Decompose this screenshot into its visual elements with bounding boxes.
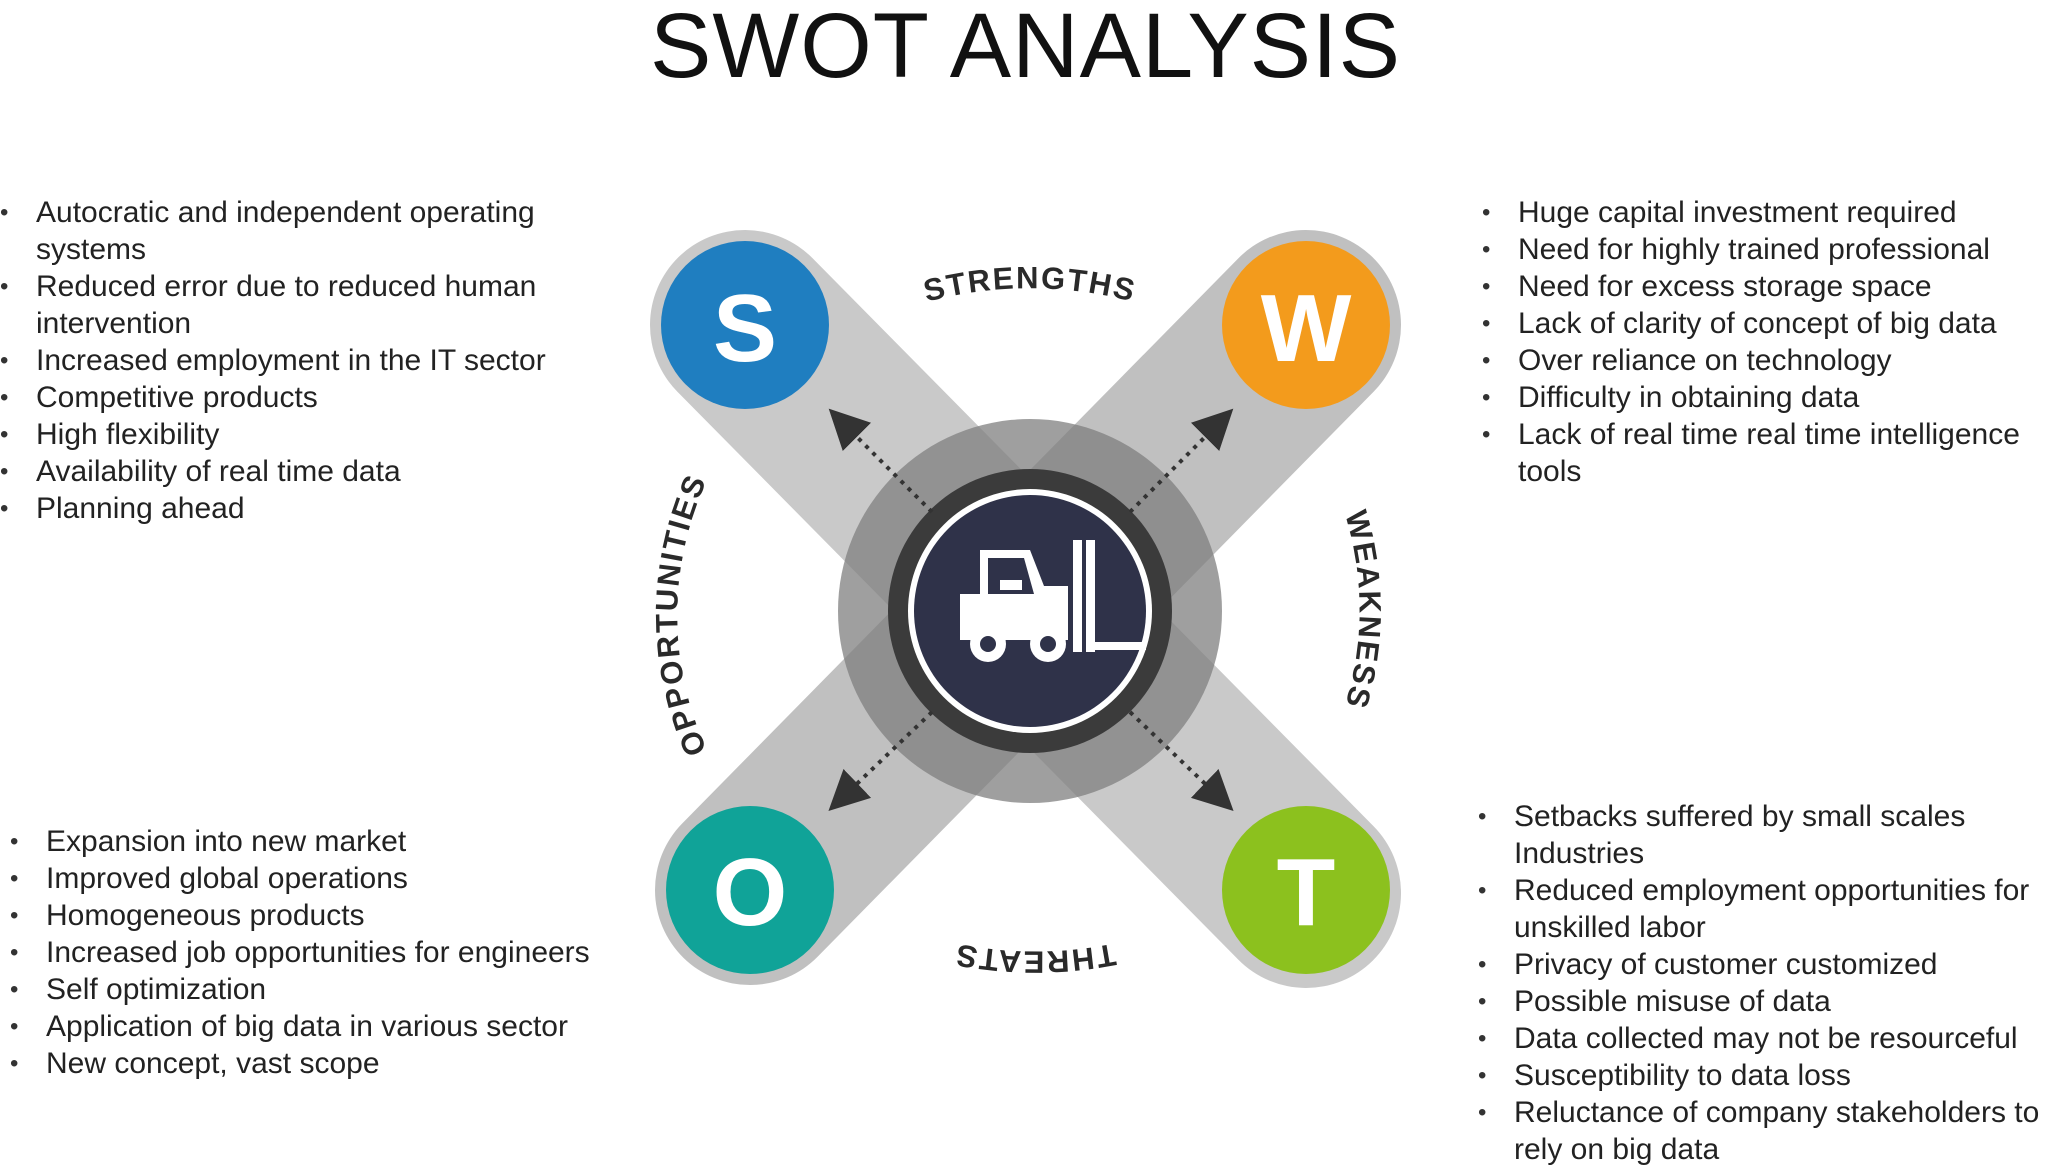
weakness-list: Huge capital investment requiredNeed for… — [1482, 194, 2042, 490]
threats-label: THREATS — [952, 937, 1119, 980]
list-item: Privacy of customer customized — [1478, 946, 2048, 983]
list-item: Availability of real time data — [0, 453, 580, 490]
threats-list: Setbacks suffered by small scales Indust… — [1478, 798, 2048, 1168]
list-item: High flexibility — [0, 416, 580, 453]
list-item: Data collected may not be resourceful — [1478, 1020, 2048, 1057]
list-item: Setbacks suffered by small scales Indust… — [1478, 798, 2048, 872]
weakness-label: WEAKNESS — [1338, 507, 1388, 714]
list-item: Improved global operations — [10, 860, 610, 897]
list-item: Expansion into new market — [10, 823, 610, 860]
list-item: Increased employment in the IT sector — [0, 342, 580, 379]
weakness-letter: W — [1261, 275, 1352, 382]
list-item: Reduced error due to reduced human inter… — [0, 268, 580, 342]
list-item: Huge capital investment required — [1482, 194, 2042, 231]
list-item: Increased job opportunities for engineer… — [10, 934, 610, 971]
opportunities-list: Expansion into new marketImproved global… — [10, 823, 610, 1082]
list-item: Difficulty in obtaining data — [1482, 379, 2042, 416]
center-hub — [838, 419, 1222, 803]
direction-arrows — [828, 408, 1234, 812]
list-item: Application of big data in various secto… — [10, 1008, 610, 1045]
list-item: Reluctance of company stakeholders to re… — [1478, 1094, 2048, 1168]
list-item: Possible misuse of data — [1478, 983, 2048, 1020]
list-item: Homogeneous products — [10, 897, 610, 934]
list-item: Autocratic and independent operating sys… — [0, 194, 580, 268]
list-item: Over reliance on technology — [1482, 342, 2042, 379]
arrow-to-weakness — [1128, 408, 1234, 514]
strengths-list: Autocratic and independent operating sys… — [0, 194, 580, 527]
forklift-icon — [960, 540, 1146, 662]
threats-circle: T — [1222, 806, 1390, 974]
opportunities-label: OPPORTUNITIES — [649, 469, 713, 762]
page-title: SWOT ANALYSIS — [650, 0, 1401, 97]
strengths-circle: S — [661, 241, 829, 409]
weakness-circle: W — [1222, 241, 1390, 409]
arrow-to-opportunities — [828, 710, 934, 812]
list-item: Susceptibility to data loss — [1478, 1057, 2048, 1094]
opportunities-circle: O — [666, 806, 834, 974]
list-item: Need for highly trained professional — [1482, 231, 2042, 268]
strengths-label: STRENGTHS — [920, 260, 1140, 308]
list-item: Self optimization — [10, 971, 610, 1008]
list-item: New concept, vast scope — [10, 1045, 610, 1082]
threats-letter: T — [1277, 839, 1336, 946]
list-item: Planning ahead — [0, 490, 580, 527]
list-item: Lack of clarity of concept of big data — [1482, 305, 2042, 342]
arrow-to-strengths — [828, 408, 934, 514]
strengths-letter: S — [713, 275, 777, 382]
opportunities-letter: O — [713, 839, 788, 946]
list-item: Reduced employment opportunities for uns… — [1478, 872, 2048, 946]
list-item: Lack of real time real time intelligence… — [1482, 416, 2042, 490]
list-item: Competitive products — [0, 379, 580, 416]
arrow-to-threats — [1128, 710, 1234, 812]
list-item: Need for excess storage space — [1482, 268, 2042, 305]
